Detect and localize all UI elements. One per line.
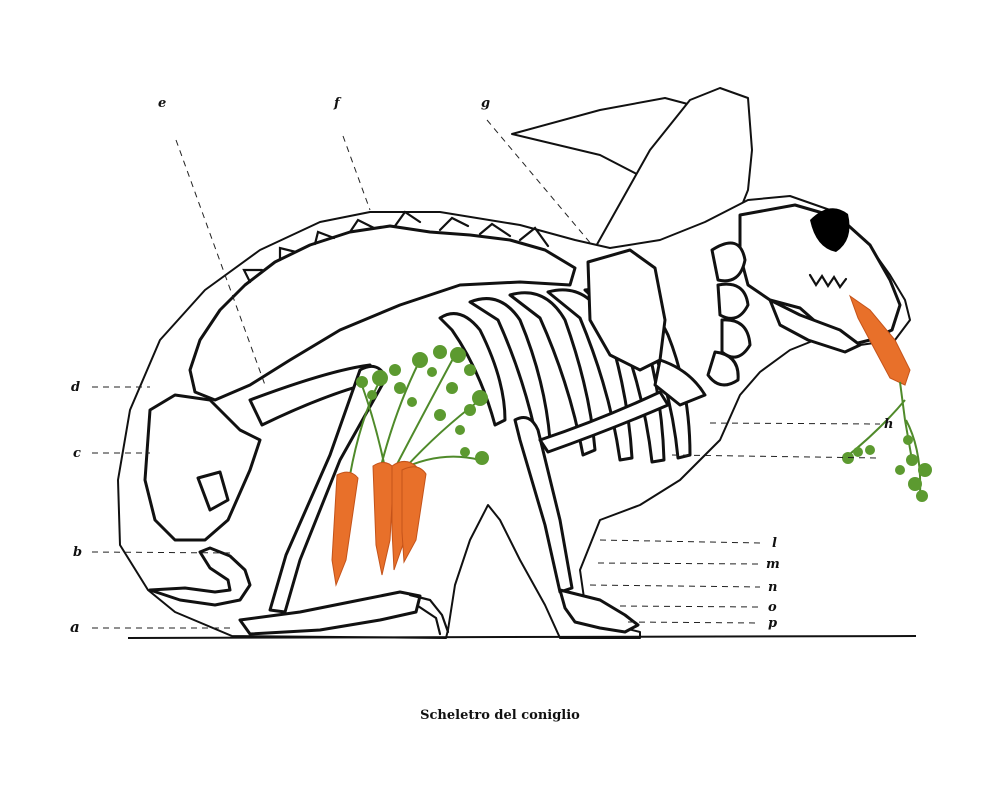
ground-line xyxy=(127,635,917,639)
label-c: c xyxy=(73,446,81,461)
label-e: e xyxy=(158,96,166,111)
label-letters: e f g d c b a h l m n o p xyxy=(70,96,893,636)
spine xyxy=(188,210,577,402)
label-o: o xyxy=(768,600,777,615)
carrot-leaves xyxy=(356,345,489,465)
carrot-bunch xyxy=(331,345,489,587)
skeleton xyxy=(143,203,902,636)
mouth-carrot-root xyxy=(848,294,911,386)
carrot-4 xyxy=(401,466,427,564)
pelvis-foramen xyxy=(196,470,230,512)
label-a: a xyxy=(70,618,80,636)
leader-lines xyxy=(91,119,881,629)
tail-vertebrae xyxy=(148,546,252,607)
carrot-1 xyxy=(331,471,359,587)
label-f: f xyxy=(333,96,342,111)
teeth xyxy=(808,273,848,289)
label-p: p xyxy=(768,616,777,631)
pelvis xyxy=(143,393,262,542)
cervical-vertebrae xyxy=(706,241,752,387)
mouth-carrot xyxy=(842,294,932,502)
label-b: b xyxy=(73,545,82,560)
label-l: l xyxy=(772,536,777,551)
label-g: g xyxy=(481,96,490,111)
carrot-2 xyxy=(372,462,395,576)
label-h: h xyxy=(884,417,893,432)
label-n: n xyxy=(768,580,777,595)
mouth-carrot-leaves xyxy=(842,435,932,502)
mandible xyxy=(768,298,862,354)
ribs xyxy=(438,287,692,464)
eye-socket xyxy=(810,208,850,252)
carrot-greens xyxy=(349,354,481,476)
forelimb xyxy=(513,358,707,634)
label-d: d xyxy=(71,380,80,395)
diagram-caption: Scheletro del coniglio xyxy=(420,708,580,723)
label-m: m xyxy=(766,557,780,572)
